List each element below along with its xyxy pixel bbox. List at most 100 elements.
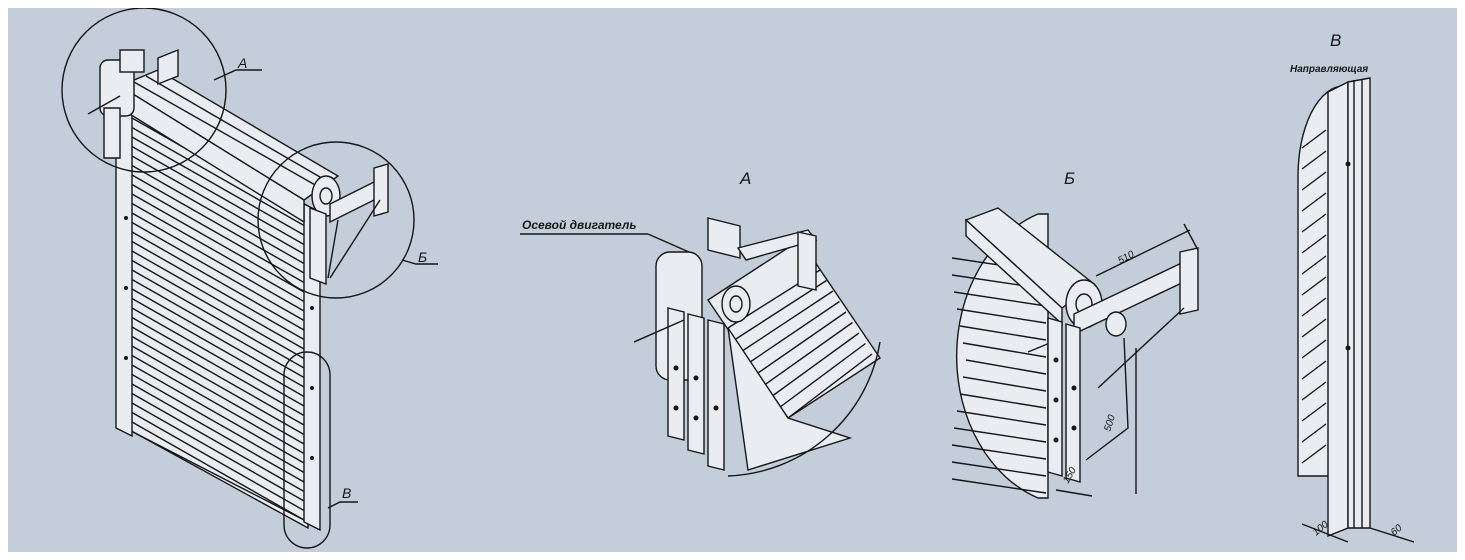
curtain-slat (131, 430, 305, 521)
detail-b: Б 510 500 150 (951, 169, 1199, 499)
curtain-slat (131, 174, 305, 274)
v-rail-hole-1 (1345, 161, 1351, 167)
v-curtain-slat (1301, 444, 1327, 464)
curtain-slat (131, 316, 305, 417)
a-box-line (742, 290, 834, 352)
curtain-slat (131, 164, 305, 265)
rail-label: Направляющая (1290, 64, 1368, 75)
b-bolts (1053, 357, 1077, 443)
curtain-slat (131, 402, 305, 502)
b-dim-width: 510 (1116, 249, 1136, 267)
v-rail-front (1327, 80, 1349, 538)
a-axle (633, 319, 685, 343)
rail-holes (124, 216, 314, 460)
v-curtain-slats (1301, 129, 1327, 464)
technical-drawing: А Б В А Осевой двигатель (61, 8, 1415, 549)
b-curtain-slat (953, 427, 1047, 443)
v-curtain-slat (1301, 402, 1327, 422)
a-box-line (750, 300, 840, 363)
b-curtain-slat (956, 410, 1047, 426)
callout-a: А (237, 55, 247, 71)
curtain-slat (131, 231, 305, 331)
leader-a (213, 69, 262, 81)
motor-plate (119, 49, 145, 73)
v-dim-depth-line (1369, 527, 1415, 543)
v-rail-side (1347, 77, 1371, 529)
a-bolts (673, 365, 719, 421)
b-post-1 (1047, 317, 1063, 477)
curtain-slat (131, 202, 305, 303)
v-curtain-slat (1301, 255, 1327, 275)
b-curtain-slat (959, 393, 1047, 409)
right-bracket-post (309, 206, 327, 286)
a-box-line (780, 342, 866, 408)
detail-b-title: Б (1064, 169, 1075, 188)
v-dim-depth: 60 (1389, 522, 1405, 538)
overall-view: А Б В (61, 8, 438, 549)
curtain-slat (131, 155, 305, 255)
callout-v: В (342, 485, 351, 501)
curtain-slat (131, 145, 305, 246)
b-curtain-slat (953, 291, 1047, 307)
v-dim-width-line (1301, 523, 1349, 543)
b-curtain-slat (956, 308, 1047, 324)
curtain-slat (131, 307, 305, 407)
curtain-slat (131, 364, 305, 464)
detail-oval-v (283, 351, 331, 549)
v-curtain-slat (1301, 297, 1327, 317)
a-post-2 (687, 313, 705, 455)
a-post-1 (667, 307, 685, 441)
leader-v (327, 501, 358, 509)
v-rail-hole-2 (1345, 345, 1351, 351)
a-bracket-plate (797, 231, 817, 291)
b-bearing (1105, 311, 1127, 337)
v-curtain-slat (1301, 192, 1327, 212)
curtain-slat (131, 345, 305, 445)
a-box-line (772, 332, 860, 397)
detail-v: В Направляющая 100 60 (1290, 31, 1415, 543)
curtain-slat (131, 221, 305, 322)
v-curtain-slat (1301, 213, 1327, 233)
v-curtain-slat (1301, 171, 1327, 191)
curtain-slat (131, 392, 305, 493)
b-dim-height: 500 (1102, 413, 1118, 433)
left-bracket (103, 107, 121, 159)
b-bracket-plate (1179, 247, 1199, 315)
right-bracket-plate (373, 163, 389, 217)
curtain-slat (131, 269, 305, 369)
v-curtain-slat (1301, 360, 1327, 380)
a-box-line (765, 321, 853, 385)
detail-a-title: А (739, 169, 751, 188)
b-dim-depth-line (1055, 489, 1093, 497)
v-curtain-slat (1301, 276, 1327, 296)
b-curtain-slat (962, 376, 1047, 392)
leader-b (401, 259, 438, 265)
curtain-slat (131, 354, 305, 455)
curtain-slats (131, 117, 305, 521)
a-post-3 (707, 319, 725, 471)
curtain-slat (131, 288, 305, 388)
detail-circle-b (257, 141, 415, 299)
motor-label: Осевой двигатель (522, 218, 636, 232)
b-curtain-slat (951, 444, 1047, 460)
a-box-line (787, 353, 873, 419)
curtain-slat (131, 250, 305, 350)
v-curtain-slat (1301, 129, 1327, 149)
curtain-slat (131, 335, 305, 436)
curtain-slat (131, 259, 305, 360)
curtain-slat (131, 240, 305, 341)
callout-b: Б (418, 249, 427, 265)
curtain-slat (131, 326, 305, 426)
top-bracket (157, 48, 179, 86)
detail-v-title: В (1330, 31, 1341, 50)
drawing-sheet: А Б В А Осевой двигатель (8, 8, 1457, 552)
b-dim-width-line (1095, 229, 1191, 277)
curtain-slat (131, 193, 305, 293)
b-curtain-slat (951, 461, 1047, 477)
a-box-line (735, 279, 827, 340)
v-curtain-slat (1301, 339, 1327, 359)
b-curtain-slat (962, 342, 1047, 358)
a-motor-plate (707, 217, 741, 259)
v-curtain-slat (1301, 318, 1327, 338)
b-curtain-slats (951, 257, 1047, 494)
